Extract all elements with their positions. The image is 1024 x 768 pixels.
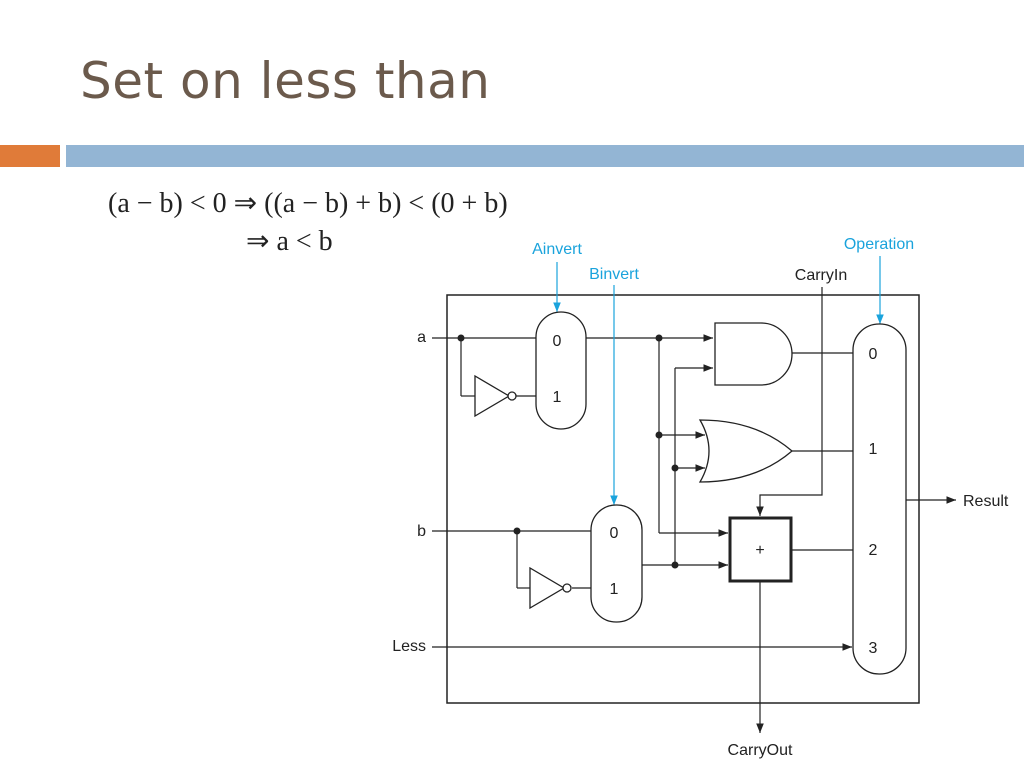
and-gate — [714, 322, 793, 386]
math-line-2: ⇒ a < b — [246, 226, 333, 257]
junction-dot — [513, 527, 521, 535]
adder-symbol: + — [755, 542, 764, 559]
mux-a-label-0: 0 — [553, 333, 562, 350]
junction-dot — [655, 334, 663, 342]
carryin-label: CarryIn — [795, 267, 847, 284]
mux-b-label-0: 0 — [610, 525, 619, 542]
result-label: Result — [963, 493, 1009, 510]
adder-box — [728, 516, 793, 583]
junction-dot — [671, 464, 679, 472]
or-gate — [698, 419, 793, 483]
mux-result-label-0: 0 — [869, 346, 878, 363]
ainvert-label: Ainvert — [532, 241, 582, 258]
junction-dot — [655, 431, 663, 439]
inverter-b — [529, 566, 572, 610]
alu-outer-box — [446, 294, 920, 704]
junction-dot — [457, 334, 465, 342]
junction-dot — [671, 561, 679, 569]
mux-b-label-1: 1 — [610, 581, 619, 598]
slide-title: Set on less than — [80, 52, 491, 110]
accent-bar-blue — [66, 145, 1024, 167]
binvert-label: Binvert — [589, 266, 639, 283]
inverter-a — [474, 374, 517, 418]
mux-result-label-2: 2 — [869, 542, 878, 559]
carryout-label: CarryOut — [728, 742, 793, 759]
mux-a-label-1: 1 — [553, 389, 562, 406]
mux-result-label-1: 1 — [869, 441, 878, 458]
input-b-label: b — [417, 523, 426, 540]
input-a-label: a — [417, 329, 426, 346]
input-less-label: Less — [392, 638, 426, 655]
operation-label: Operation — [844, 236, 914, 253]
mux-result — [852, 323, 907, 675]
math-line-1: (a − b) < 0 ⇒ ((a − b) + b) < (0 + b) — [108, 188, 508, 219]
mux-result-label-3: 3 — [869, 640, 878, 657]
mux-b — [590, 504, 643, 623]
mux-a — [535, 311, 587, 430]
accent-bar-orange — [0, 145, 60, 167]
